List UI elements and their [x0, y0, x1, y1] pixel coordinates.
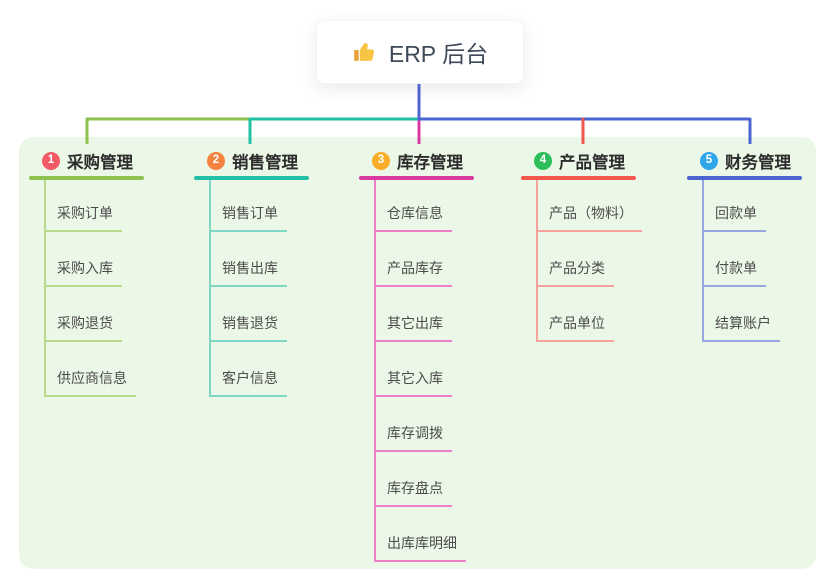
child-node[interactable]: 付款单 [702, 259, 766, 287]
child-node[interactable]: 库存盘点 [374, 479, 452, 507]
branch-label: 产品管理 [559, 154, 625, 172]
children-connector-line [702, 179, 704, 342]
branch-header-5[interactable]: 5 财务管理 [700, 149, 791, 173]
child-node[interactable]: 产品（物料） [536, 204, 642, 232]
child-node[interactable]: 产品库存 [374, 259, 452, 287]
branch-header-1[interactable]: 1 采购管理 [42, 149, 133, 173]
branch-underline [29, 176, 144, 180]
branch-number-badge: 2 [207, 152, 225, 170]
children-connector-line [536, 179, 538, 342]
connector-line [419, 117, 752, 144]
branch-underline [521, 176, 636, 180]
branch-underline [687, 176, 802, 180]
child-node[interactable]: 销售退货 [209, 314, 287, 342]
branch-number-badge: 4 [534, 152, 552, 170]
branches-panel-background [19, 137, 816, 569]
children-connector-line [44, 179, 46, 397]
connector-line [85, 117, 250, 144]
branch-header-2[interactable]: 2 销售管理 [207, 149, 298, 173]
branch-underline [359, 176, 474, 180]
child-node[interactable]: 仓库信息 [374, 204, 452, 232]
child-node[interactable]: 库存调拨 [374, 424, 452, 452]
root-label: ERP 后台 [388, 41, 489, 67]
child-node[interactable]: 采购入库 [44, 259, 122, 287]
branch-header-4[interactable]: 4 产品管理 [534, 149, 625, 173]
branch-label: 财务管理 [725, 154, 791, 172]
child-node[interactable]: 产品单位 [536, 314, 614, 342]
child-node[interactable]: 采购订单 [44, 204, 122, 232]
child-node[interactable]: 销售出库 [209, 259, 287, 287]
branch-label: 销售管理 [232, 154, 298, 172]
root-node[interactable]: ERP 后台 [316, 20, 524, 84]
branch-label: 采购管理 [67, 154, 133, 172]
child-node[interactable]: 其它入库 [374, 369, 452, 397]
branch-label: 库存管理 [397, 154, 463, 172]
child-node[interactable]: 结算账户 [702, 314, 780, 342]
child-node[interactable]: 供应商信息 [44, 369, 136, 397]
child-node[interactable]: 产品分类 [536, 259, 614, 287]
branch-number-badge: 5 [700, 152, 718, 170]
child-node[interactable]: 回款单 [702, 204, 766, 232]
connector-line [248, 117, 420, 144]
child-node[interactable]: 客户信息 [209, 369, 287, 397]
child-node[interactable]: 采购退货 [44, 314, 122, 342]
branch-header-3[interactable]: 3 库存管理 [372, 149, 463, 173]
children-connector-line [209, 179, 211, 397]
thumbs-up-icon [354, 43, 374, 61]
child-node[interactable]: 其它出库 [374, 314, 452, 342]
child-node[interactable]: 销售订单 [209, 204, 287, 232]
branch-number-badge: 3 [372, 152, 390, 170]
child-node[interactable]: 出库库明细 [374, 534, 466, 562]
branch-number-badge: 1 [42, 152, 60, 170]
children-connector-line [374, 179, 376, 562]
branch-underline [194, 176, 309, 180]
